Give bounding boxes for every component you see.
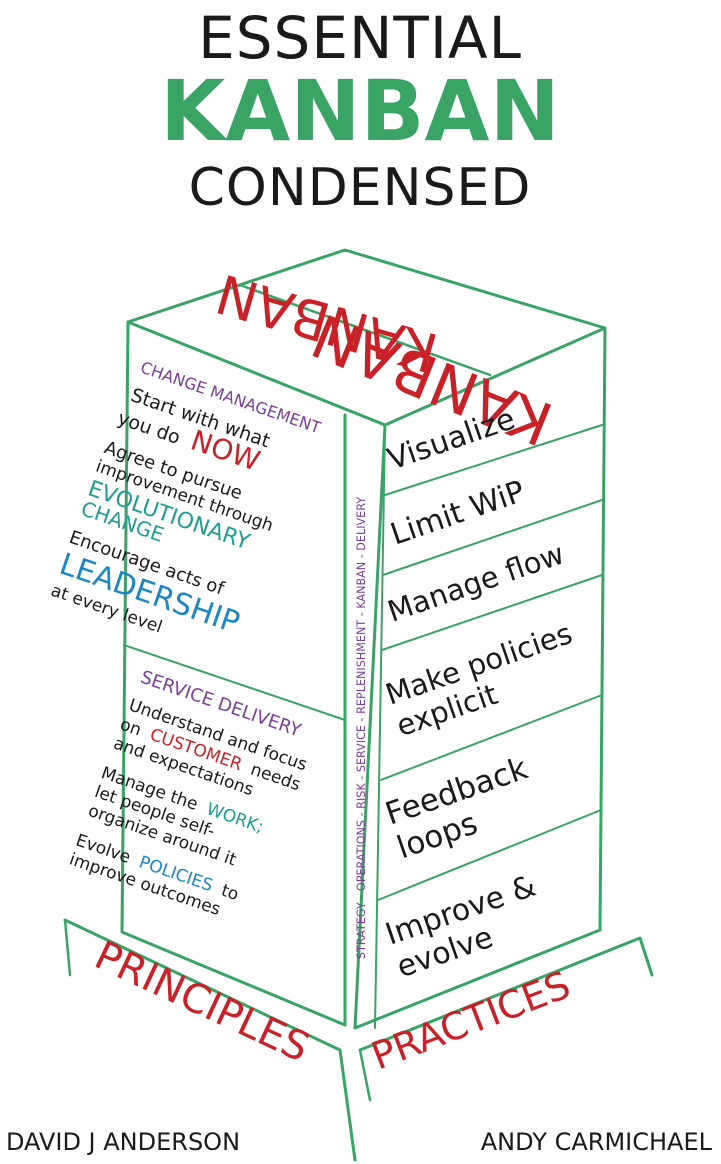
practice-line: Manage flow	[383, 537, 568, 629]
practice-item: Improve &evolve	[381, 869, 551, 986]
practice-item: Make policiesexplicit	[381, 616, 587, 743]
practice-item: Feedbackloops	[381, 750, 544, 866]
practice-item: Limit WiP	[386, 474, 529, 552]
spine-label: STRATEGY - OPERATIONS - RISK - SERVICE -…	[355, 497, 368, 959]
practice-item: Manage flow	[383, 537, 568, 629]
base-plates	[63, 918, 654, 1162]
change-management-section: CHANGE MANAGEMENT Start with what you do…	[48, 358, 323, 641]
box-outline	[120, 248, 607, 1030]
principles-word: PRINCIPLES	[88, 932, 316, 1071]
title-kanban: KANBAN	[160, 62, 560, 160]
practice-line: Limit WiP	[386, 474, 529, 552]
title-essential: ESSENTIAL	[198, 4, 522, 72]
author-left: DAVID J ANDERSON	[6, 1128, 240, 1156]
service-delivery-section: SERVICE DELIVERY Understand and focus on…	[67, 667, 310, 920]
title-condensed: CONDENSED	[189, 158, 532, 218]
practices-word: PRACTICES	[365, 963, 576, 1079]
sd-p3-line1-c: to	[219, 881, 242, 905]
author-right: ANDY CARMICHAEL	[481, 1128, 713, 1156]
